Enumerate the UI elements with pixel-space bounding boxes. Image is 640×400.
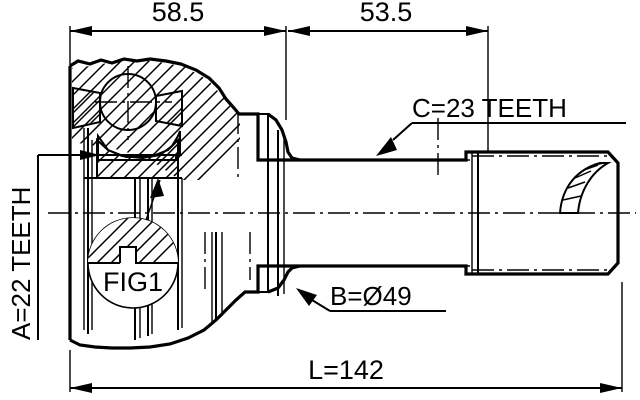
fig1-label: FIG1 — [103, 267, 163, 297]
bearing-ball — [99, 73, 157, 131]
cage-wedge-right — [155, 89, 183, 128]
arrow-right-L — [600, 383, 622, 393]
callout-b-diameter: B=Ø49 — [296, 281, 446, 312]
joint-outer-body — [68, 57, 300, 350]
cage-wedge-left — [72, 86, 101, 130]
fig1-tooth-profile — [119, 246, 178, 264]
cage-wedge-hatching — [74, 89, 181, 127]
callout-b-label: B=Ø49 — [330, 281, 412, 311]
arrow-left-58-5 — [70, 26, 92, 36]
boot-groove-details — [258, 112, 301, 296]
callout-b-arrow — [296, 288, 317, 306]
cage-wedges — [72, 86, 183, 130]
arrow-left-L — [70, 383, 92, 393]
detail-bubble-fig1: FIG1 — [87, 178, 179, 309]
dim-label-L: L=142 — [308, 355, 384, 385]
arrow-right-53-5 — [466, 26, 488, 36]
callout-b-leader — [311, 299, 331, 312]
dim-label-53-5: 53.5 — [360, 0, 413, 27]
arrow-left-53-5 — [288, 26, 310, 36]
callout-c-label: C=23 TEETH — [412, 93, 567, 123]
callout-c-23-teeth: C=23 TEETH — [376, 93, 626, 156]
arrow-right-58-5 — [264, 26, 286, 36]
fig1-leader-arrow — [150, 178, 164, 198]
dimension-53-5: 53.5 — [288, 0, 489, 152]
callout-c-arrow — [376, 137, 397, 156]
output-shaft — [300, 150, 620, 276]
callout-a-label: A=22 TEETH — [6, 187, 36, 340]
dimension-overall-length: L=142 — [69, 282, 623, 393]
dim-label-58-5: 58.5 — [152, 0, 205, 27]
callout-a-arrow — [80, 150, 100, 160]
shaft-end-spline-teeth — [558, 162, 612, 214]
callout-a-22-teeth: A=22 TEETH — [6, 150, 100, 340]
dimension-58-5: 58.5 — [69, 0, 287, 120]
callout-c-leader — [392, 122, 413, 141]
boot-collar — [258, 113, 269, 293]
